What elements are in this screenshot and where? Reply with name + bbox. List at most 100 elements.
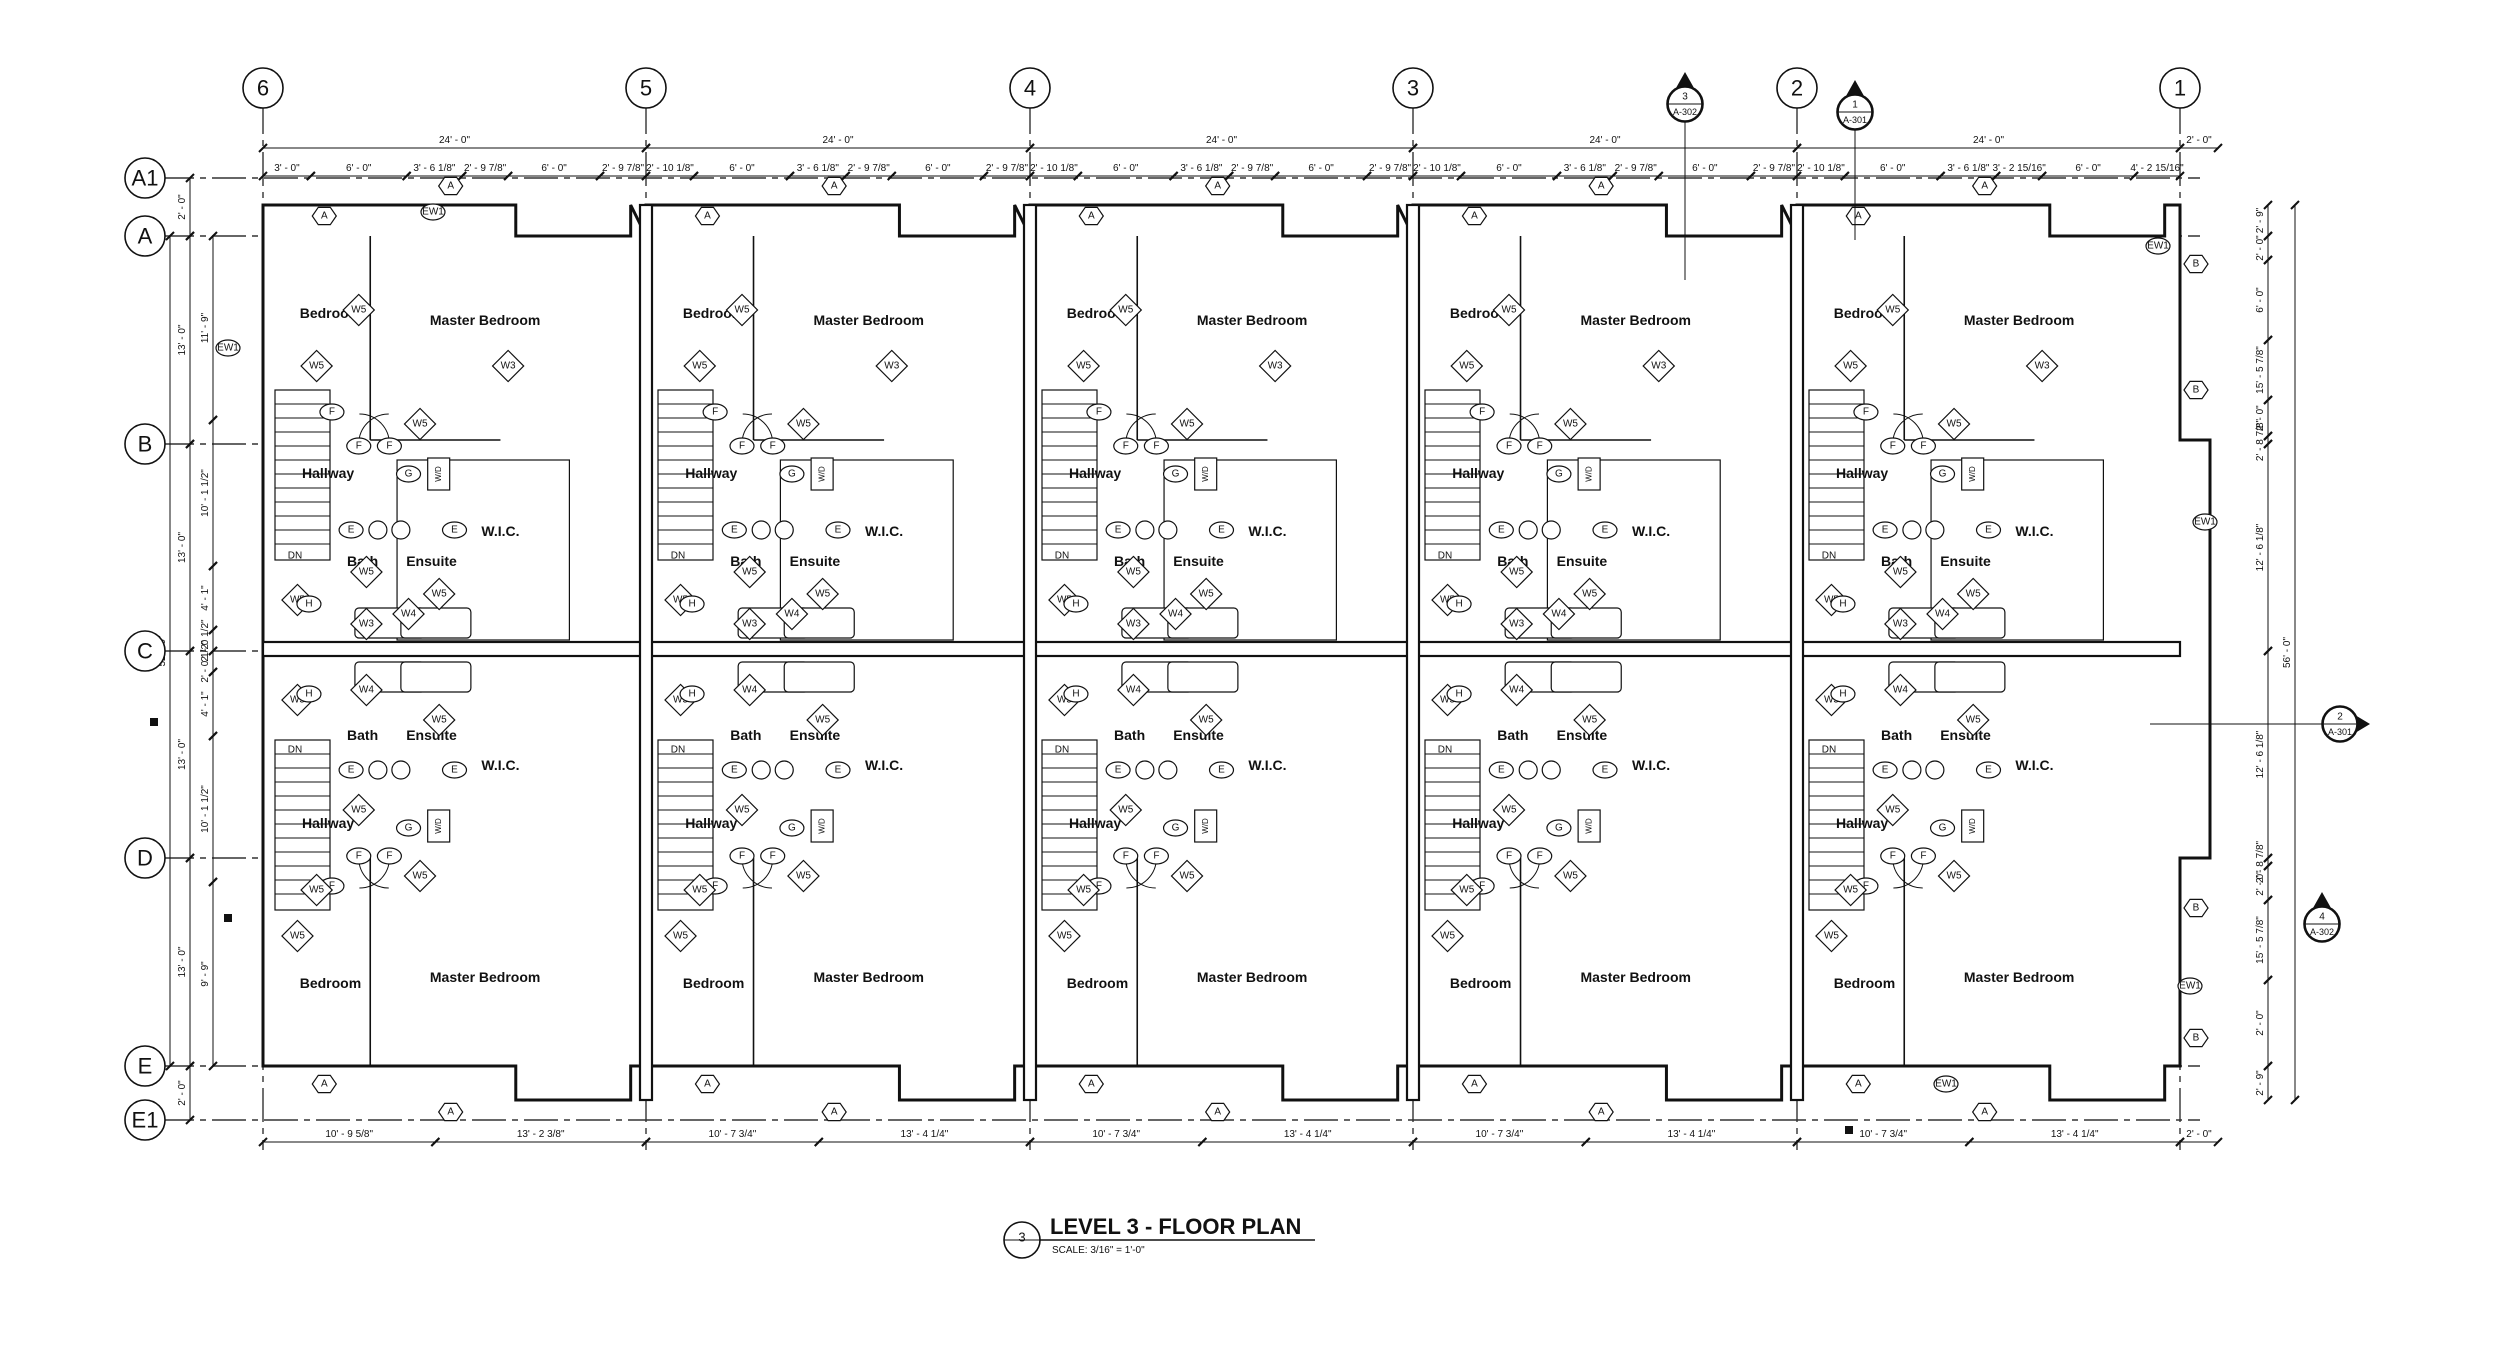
tag-label: F: [1479, 881, 1485, 892]
window-tag: [392, 597, 425, 631]
window-tag: [491, 349, 525, 383]
window-tag: [1500, 555, 1534, 589]
tag-label: W5: [309, 361, 324, 372]
section-marker-number: 1: [1852, 100, 1858, 111]
window-tag: [1117, 673, 1150, 707]
dimension-label: 2' - 9 7/8": [848, 163, 891, 174]
room-label-hallway: Hallway: [302, 815, 354, 831]
dimension-label: 2' - 0": [2255, 405, 2266, 431]
door-tag: [1929, 819, 1956, 837]
stair: [274, 739, 331, 911]
room-label-hallway: Hallway: [1836, 815, 1888, 831]
window-tag: [1492, 293, 1526, 327]
tag-label: W4: [1935, 609, 1950, 620]
window-tag: [683, 349, 717, 383]
dimension-tick: [430, 1137, 441, 1147]
tag-label: W5: [413, 871, 428, 882]
dimension-tick: [258, 1137, 268, 1147]
room-label-bath: Bath: [1881, 727, 1912, 743]
wd-label: W/D: [434, 466, 443, 482]
washer-dryer: [427, 457, 451, 491]
room-label-wic: W.I.C.: [1632, 523, 1670, 539]
room-label-ensuite: Ensuite: [1940, 553, 1991, 569]
tag-label: H: [1839, 599, 1846, 610]
room-label-ensuite: Ensuite: [790, 553, 841, 569]
tag-label: W5: [673, 931, 688, 942]
room-label-master-bedroom: Master Bedroom: [1197, 969, 1307, 985]
wall-type-tag: [1204, 1102, 1231, 1122]
room-label-bath: Bath: [347, 727, 378, 743]
window-tag: [342, 793, 376, 827]
window-tag: [1876, 793, 1910, 827]
dimension-label: 2' - 9 7/8": [1615, 163, 1658, 174]
wall-type-tag: [1971, 176, 1998, 196]
window-tag: [1067, 873, 1101, 907]
wall-type-tag: [311, 1074, 338, 1094]
wd-label: W/D: [1201, 818, 1210, 834]
wd-label: W/D: [818, 818, 827, 834]
tag-label: H: [1455, 599, 1462, 610]
dimension-tick: [2290, 1095, 2300, 1105]
tag-label: EW1: [2147, 241, 2169, 252]
tag-label: F: [739, 851, 745, 862]
tag-label: G: [405, 823, 413, 834]
tag-label: W5: [735, 305, 750, 316]
bathtub: [1934, 661, 2006, 693]
door-tag: [2192, 513, 2218, 531]
dimension-tick: [2263, 439, 2273, 449]
tag-label: B: [2193, 903, 2200, 914]
tag-label: EW1: [422, 207, 444, 218]
tag-label: W4: [1509, 685, 1524, 696]
tag-label: A: [1981, 181, 1988, 192]
room-label-ensuite: Ensuite: [1557, 727, 1608, 743]
window-tag: [1170, 859, 1204, 893]
tag-label: W5: [290, 931, 305, 942]
dimension-tick: [185, 853, 195, 863]
grid-bubble-col-label: 1: [2174, 76, 2186, 101]
tag-label: W5: [796, 419, 811, 430]
dimension-label: 10' - 1 1/2": [200, 785, 211, 833]
tag-label: E: [348, 765, 355, 776]
tag-label: W4: [1126, 685, 1141, 696]
window-tag: [1573, 577, 1607, 611]
room-label-master-bedroom: Master Bedroom: [1964, 312, 2074, 328]
window-tag: [1048, 919, 1081, 953]
dimension-label: 2' - 0 1/2": [200, 640, 211, 683]
tag-label: F: [1096, 407, 1102, 418]
tag-label: W5: [1440, 931, 1455, 942]
window-tag: [1834, 873, 1868, 907]
tag-label: F: [1123, 851, 1129, 862]
grid-bubble-col-label: 6: [257, 76, 269, 101]
tag-label: W5: [290, 695, 305, 706]
room-label-hallway: Hallway: [1836, 465, 1888, 481]
wall-type-tag: [1588, 176, 1614, 196]
wall-type-tag: [2183, 1028, 2209, 1048]
wall-type-tag: [311, 206, 338, 226]
window-tag: [1492, 793, 1526, 827]
door-tag: [1592, 761, 1618, 779]
sink: [1902, 520, 1922, 540]
tag-label: W4: [401, 609, 416, 620]
section-end-marker: [150, 718, 158, 726]
door-tag: [1527, 847, 1553, 865]
door-tag: [702, 403, 728, 421]
door-tag: [760, 847, 786, 865]
tag-label: E: [1498, 765, 1505, 776]
window-tag: [725, 793, 759, 827]
tag-label: W5: [1502, 805, 1517, 816]
dimension-tick: [2263, 335, 2273, 345]
dimension-label: 6' - 0": [1692, 163, 1718, 174]
dimension-tick: [1964, 1137, 1975, 1147]
walls: [261, 203, 2212, 1102]
tag-label: E: [1602, 525, 1609, 536]
tag-label: E: [1882, 525, 1889, 536]
stair-dn-label: DN: [671, 551, 685, 562]
section-marker-number: 3: [1682, 92, 1688, 103]
dimension-label: 2' - 9 7/8": [1369, 163, 1412, 174]
wet-core: [1930, 459, 2105, 641]
washer-dryer: [1577, 457, 1601, 491]
dimension-label: 6' - 0": [1113, 163, 1139, 174]
sink: [1925, 520, 1945, 540]
tag-label: A: [1088, 1079, 1095, 1090]
